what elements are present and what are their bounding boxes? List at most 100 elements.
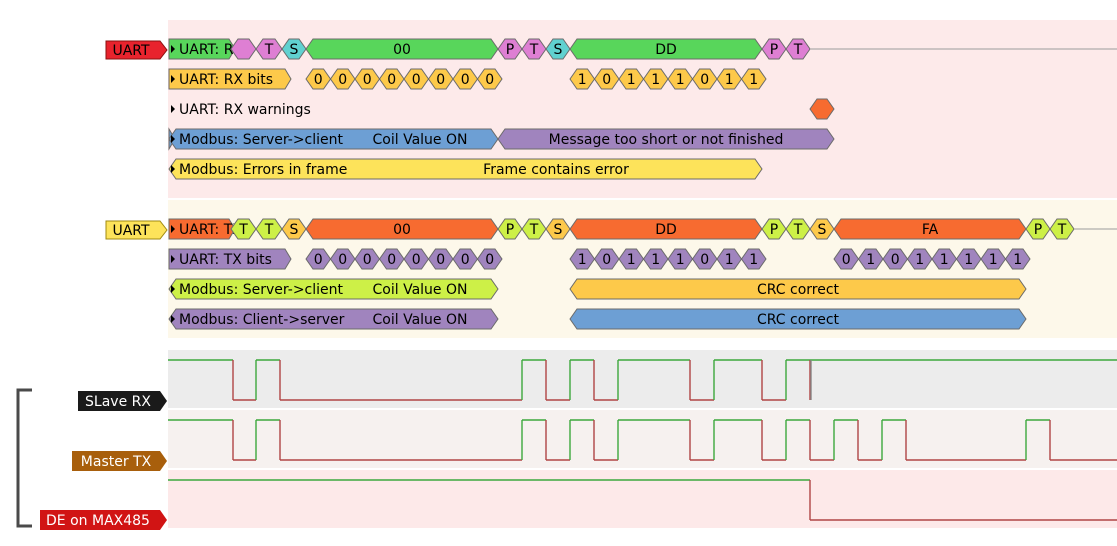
rx-stop-bit[interactable]: T <box>255 38 283 60</box>
tx-stop-bit[interactable]: T <box>255 218 283 240</box>
rx-parity-bit-text: P <box>506 42 514 58</box>
rx-bits-00-bit[interactable]: 0 <box>476 68 503 90</box>
tx-start-bit[interactable]: S <box>281 218 307 240</box>
tx-byte-00[interactable]: 00 <box>305 218 499 240</box>
tx-bits-fa-bit[interactable]: 0 <box>833 248 860 270</box>
tx-bits-dd-bit[interactable]: 0 <box>593 248 620 270</box>
channel-label-uart-tx[interactable]: UART <box>0 220 168 240</box>
tx-stop-bit[interactable]: T <box>785 218 811 240</box>
tx-bits-fa-bit[interactable]: 1 <box>906 248 933 270</box>
tx-bits-00-bit[interactable]: 0 <box>305 248 332 270</box>
expand-arrow-icon[interactable] <box>171 105 175 113</box>
tx-byte-dd[interactable]: DD <box>569 218 763 240</box>
rx-stop-bit[interactable]: T <box>785 38 811 60</box>
tx-stop-bit[interactable]: T <box>1049 218 1075 240</box>
rx-parity-bit[interactable]: P <box>761 38 787 60</box>
rx-bits-00-bit[interactable]: 0 <box>452 68 479 90</box>
rx-main-row-label[interactable]: UART: RX <box>168 38 243 60</box>
tx-bits-dd-bit[interactable]: 1 <box>667 248 694 270</box>
channel-label-de[interactable]: DE on MAX485 <box>0 509 168 530</box>
tx-bits-dd-bit-text: 1 <box>651 252 660 268</box>
rx-modbus-too-short-text: Message too short or not finished <box>549 132 784 148</box>
rx-start-bit[interactable]: S <box>281 38 307 60</box>
tx-bits-dd-bit[interactable]: 1 <box>569 248 596 270</box>
tx-bits-00-bit-text: 0 <box>485 252 494 268</box>
tx-bits-00-bit[interactable]: 0 <box>403 248 430 270</box>
tx-bits-fa-bit[interactable]: 0 <box>882 248 909 270</box>
expand-arrow-icon[interactable] <box>171 135 175 143</box>
rx-byte-00[interactable]: 00 <box>305 38 499 60</box>
rx-bits-00-bit[interactable]: 0 <box>378 68 405 90</box>
expand-arrow-icon[interactable] <box>171 315 175 323</box>
rx-bits-00-bit-text: 0 <box>314 72 323 88</box>
channel-label-uart-rx[interactable]: UART <box>0 40 168 60</box>
rx-bits-row-label[interactable]: UART: RX bits <box>168 68 292 90</box>
tx-bits-fa-bit[interactable]: 1 <box>955 248 982 270</box>
tx-bits-fa-bit[interactable]: 1 <box>857 248 884 270</box>
rx-bits-00-bit[interactable]: 0 <box>329 68 356 90</box>
tx-stop-bit-text: T <box>529 222 539 238</box>
rx-bits-dd-bit[interactable]: 0 <box>593 68 620 90</box>
rx-bits-00-bit-text: 0 <box>461 72 470 88</box>
rx-bits-dd-bit-text: 1 <box>725 72 734 88</box>
expand-arrow-icon[interactable] <box>171 225 175 233</box>
expand-arrow-icon[interactable] <box>171 165 175 173</box>
tx-bits-00-bit[interactable]: 0 <box>329 248 356 270</box>
expand-arrow-icon[interactable] <box>171 255 175 263</box>
tx-bits-dd-bit[interactable]: 1 <box>716 248 743 270</box>
expand-arrow-icon[interactable] <box>171 285 175 293</box>
tx-bits-row-label[interactable]: UART: TX bits <box>168 248 292 270</box>
tx-bits-fa-bit[interactable]: 1 <box>980 248 1007 270</box>
channel-group-bracket[interactable] <box>14 388 36 530</box>
rx-bits-00-bit[interactable]: 0 <box>354 68 381 90</box>
rx-bits-dd-bit[interactable]: 1 <box>642 68 669 90</box>
channel-label-slave-rx[interactable]: SLave RX <box>0 390 168 411</box>
rx-bits-00-bit[interactable]: 0 <box>427 68 454 90</box>
tx-bits-fa-bit[interactable]: 1 <box>1004 248 1031 270</box>
tx-bits-00-bit[interactable]: 0 <box>354 248 381 270</box>
tx-bits-dd-bit[interactable]: 1 <box>642 248 669 270</box>
rx-warning-marker[interactable] <box>809 98 835 120</box>
tx-stop-bit[interactable]: T <box>521 218 547 240</box>
rx-frame-error[interactable] <box>168 158 763 180</box>
rx-bits-dd-bit[interactable]: 0 <box>691 68 718 90</box>
rx-bits-dd-bit[interactable]: 1 <box>667 68 694 90</box>
tx-parity-bit[interactable]: P <box>497 218 523 240</box>
rx-bits-dd-bit[interactable]: 1 <box>618 68 645 90</box>
rx-bits-00-bit[interactable]: 0 <box>305 68 332 90</box>
tx-bits-00-bit[interactable]: 0 <box>378 248 405 270</box>
rx-parity-bit[interactable]: P <box>497 38 523 60</box>
tx-start-bit-text: S <box>290 222 299 238</box>
rx-bits-00-bit[interactable]: 0 <box>403 68 430 90</box>
expand-arrow-icon[interactable] <box>171 45 175 53</box>
tx-bits-dd-bit[interactable]: 1 <box>618 248 645 270</box>
tx-bits-dd-bit-text: 0 <box>602 252 611 268</box>
tx-byte-fa[interactable]: FA <box>833 218 1027 240</box>
tx-modbus-sc-coil-on[interactable] <box>168 278 499 300</box>
tx-parity-bit[interactable]: P <box>1025 218 1051 240</box>
tx-bits-00-bit[interactable]: 0 <box>452 248 479 270</box>
tx-modbus-cs-coil-on[interactable] <box>168 308 499 330</box>
tx-modbus-cs-crc[interactable]: CRC correct <box>569 308 1027 330</box>
tx-bits-dd-bit[interactable]: 1 <box>740 248 767 270</box>
rx-bits-dd-bit[interactable]: 1 <box>740 68 767 90</box>
rx-warnings-row-label[interactable]: UART: RX warnings <box>171 102 311 118</box>
tx-start-bit[interactable]: S <box>809 218 835 240</box>
tx-modbus-sc-crc[interactable]: CRC correct <box>569 278 1027 300</box>
tx-start-bit[interactable]: S <box>545 218 571 240</box>
expand-arrow-icon[interactable] <box>171 75 175 83</box>
rx-modbus-too-short[interactable]: Message too short or not finished <box>497 128 835 150</box>
tx-bits-00-bit[interactable]: 0 <box>427 248 454 270</box>
channel-label-master-tx[interactable]: Master TX <box>0 450 168 471</box>
tx-bits-dd-bit[interactable]: 0 <box>691 248 718 270</box>
rx-stop-bit[interactable]: T <box>521 38 547 60</box>
tx-main-row-label[interactable]: UART: TX <box>168 218 242 240</box>
tx-bits-00-bit[interactable]: 0 <box>476 248 503 270</box>
tx-parity-bit[interactable]: P <box>761 218 787 240</box>
rx-bits-dd-bit[interactable]: 1 <box>569 68 596 90</box>
rx-start-bit[interactable]: S <box>545 38 571 60</box>
tx-bits-fa-bit[interactable]: 1 <box>931 248 958 270</box>
rx-bits-dd-bit[interactable]: 1 <box>716 68 743 90</box>
rx-byte-dd[interactable]: DD <box>569 38 763 60</box>
